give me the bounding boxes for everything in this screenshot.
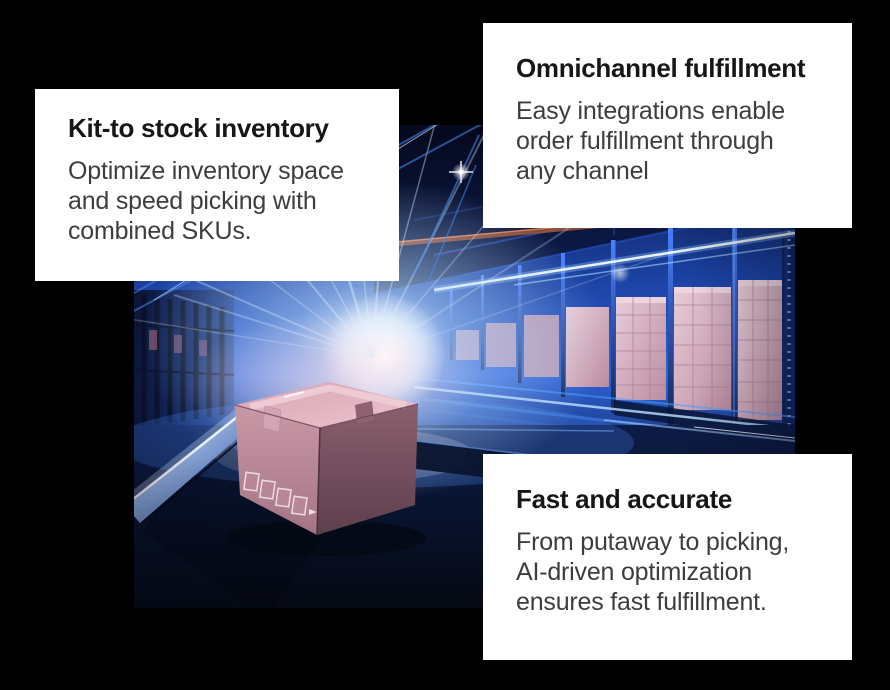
- feature-card-omnichannel: Omnichannel fulfillment Easy integration…: [483, 23, 852, 228]
- body-line: and speed picking with: [68, 187, 317, 215]
- body-line: any channel: [516, 157, 649, 185]
- body-line: Optimize inventory space: [68, 157, 344, 185]
- feature-card-body: Optimize inventory space and speed picki…: [68, 156, 366, 246]
- body-line: AI-driven optimization: [516, 558, 752, 586]
- feature-card-body: Easy integrations enable order fulfillme…: [516, 96, 819, 186]
- feature-card-title: Fast and accurate: [516, 484, 732, 514]
- body-line: combined SKUs.: [68, 217, 252, 245]
- feature-card-title: Kit-to stock inventory: [68, 113, 329, 143]
- feature-card-kit-to-stock: Kit-to stock inventory Optimize inventor…: [35, 89, 399, 281]
- body-line: ensures fast fulfillment.: [516, 588, 767, 616]
- feature-card-title: Omnichannel fulfillment: [516, 53, 806, 83]
- body-line: Easy integrations enable: [516, 97, 785, 125]
- body-line: From putaway to picking,: [516, 528, 790, 556]
- feature-card-fast-accurate: Fast and accurate From putaway to pickin…: [483, 454, 852, 660]
- body-line: order fulfillment through: [516, 127, 774, 155]
- feature-card-body: From putaway to picking, AI-driven optim…: [516, 527, 819, 617]
